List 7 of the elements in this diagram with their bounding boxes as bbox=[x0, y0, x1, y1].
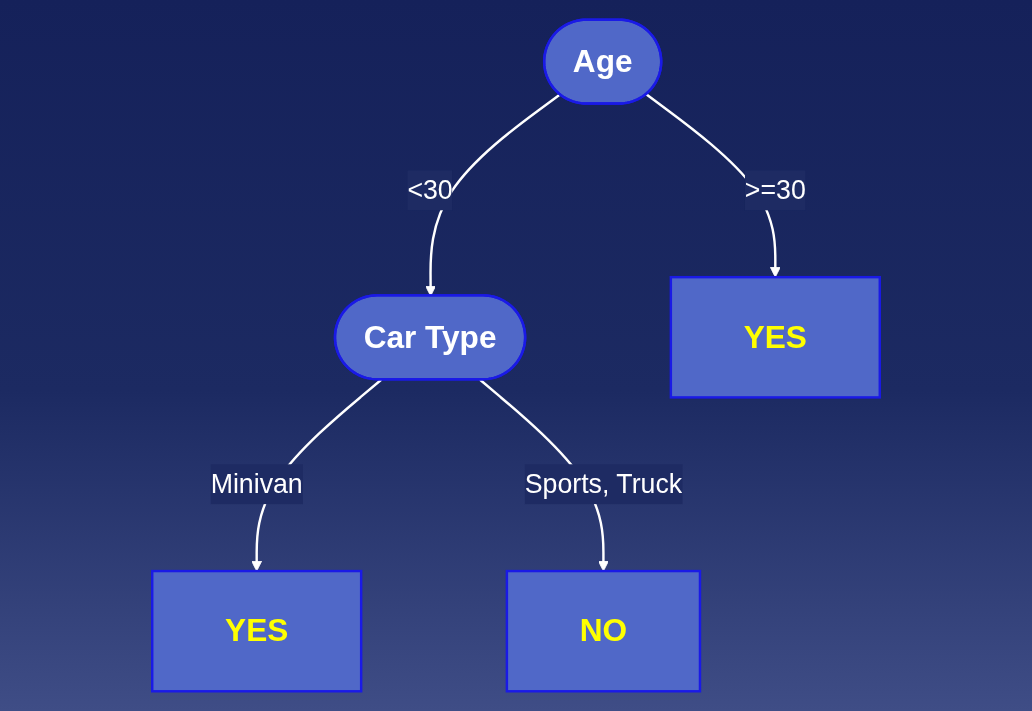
edge-label: Sports, Truck bbox=[524, 469, 683, 500]
node-box: YES bbox=[669, 275, 881, 399]
edge-label: >=30 bbox=[744, 175, 806, 206]
edge-label: <30 bbox=[407, 175, 453, 206]
node-box: YES bbox=[151, 569, 363, 693]
edge-label: Minivan bbox=[210, 469, 303, 500]
node-box: NO bbox=[505, 569, 702, 693]
